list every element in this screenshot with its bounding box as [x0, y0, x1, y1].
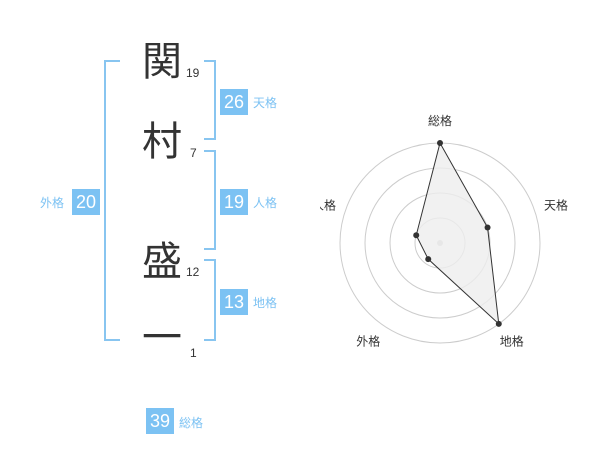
stroke-count-2: 7 — [190, 146, 197, 160]
name-char-2: 村 — [142, 119, 182, 165]
name-char-1: 関 — [142, 39, 182, 85]
soukaku-score: 39 — [146, 408, 174, 434]
gaikaku-bracket — [104, 60, 120, 341]
tenkaku-bracket — [204, 60, 216, 140]
stroke-count-3: 12 — [186, 265, 200, 279]
soukaku-label: 総格 — [179, 416, 204, 430]
tenkaku-label: 天格 — [253, 96, 278, 110]
radar-axis-label-3: 地格 — [500, 334, 524, 349]
radar-axis-label-4: 外格 — [356, 334, 380, 349]
gaikaku-score: 20 — [72, 189, 100, 215]
jinkaku-bracket — [204, 150, 216, 250]
stroke-count-4: 1 — [190, 346, 197, 360]
radar-point-5 — [413, 232, 420, 239]
radar-axis-label-2: 天格 — [544, 197, 568, 212]
radar-point-2 — [484, 224, 491, 231]
radar-axis-label-1: 総格 — [428, 113, 452, 128]
jinkaku-label: 人格 — [253, 196, 278, 210]
radar-data-polygon — [415, 141, 500, 326]
tenkaku-score: 26 — [220, 89, 248, 115]
radar-point-3 — [495, 320, 502, 327]
chikaku-score: 13 — [220, 289, 248, 315]
stroke-count-1: 19 — [186, 66, 200, 80]
jinkaku-score: 19 — [220, 189, 248, 215]
gaikaku-label: 外格 — [40, 196, 65, 210]
radar-point-1 — [437, 140, 443, 146]
radar-point-4 — [425, 256, 432, 263]
chikaku-label: 地格 — [253, 296, 278, 310]
name-char-3: 盛 — [142, 239, 182, 285]
name-char-4: 一 — [142, 315, 182, 361]
chikaku-bracket — [204, 259, 216, 341]
radar-axis-label-5: 人格 — [320, 197, 336, 212]
